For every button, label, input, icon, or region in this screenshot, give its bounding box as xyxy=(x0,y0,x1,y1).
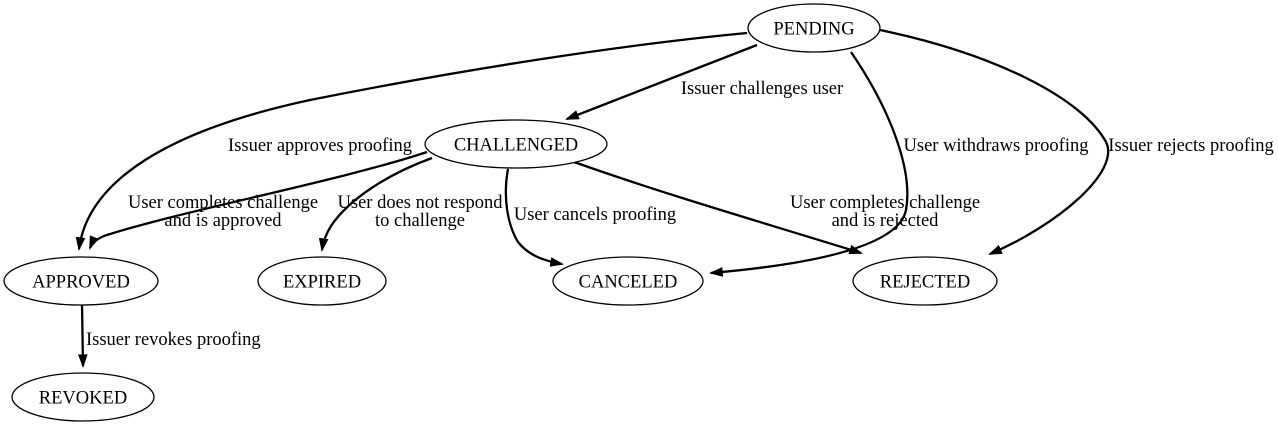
edges xyxy=(75,28,1110,369)
state-node-revoked: REVOKED xyxy=(11,372,155,422)
edge-label-line: and is rejected xyxy=(832,211,940,231)
state-node-canceled-shape xyxy=(552,256,704,306)
state-node-rejected-shape xyxy=(852,256,998,306)
edge-pending-rejected xyxy=(879,28,1110,256)
edge-pending-challenged xyxy=(565,43,758,121)
edge-pending-canceled xyxy=(708,51,909,277)
edge-label-line: User completes challenge xyxy=(790,193,980,213)
edge-label-line: to challenge xyxy=(375,211,465,231)
edge-label-issuer-rejects-proofing: Issuer rejects proofing xyxy=(1108,136,1273,156)
edge-label-user-cancels-proofing: User cancels proofing xyxy=(514,205,676,225)
state-node-approved-label: APPROVED xyxy=(32,273,130,293)
state-node-approved: APPROVED xyxy=(3,256,159,306)
edge-label-issuer-revokes-proofing: Issuer revokes proofing xyxy=(86,330,261,350)
state-node-revoked-shape xyxy=(11,372,155,422)
state-node-approved-shape xyxy=(3,256,159,306)
state-node-rejected-label: REJECTED xyxy=(880,273,970,293)
edge-label-line: User completes challenge xyxy=(128,193,318,213)
state-node-expired-label: EXPIRED xyxy=(283,273,361,293)
edge-challenged-rejected xyxy=(573,160,863,255)
state-node-canceled-label: CANCELED xyxy=(579,273,678,293)
state-node-pending: PENDING xyxy=(747,3,881,53)
edge-approved-revoked xyxy=(77,303,88,369)
edge-label-user-withdraws-proofing: User withdraws proofing xyxy=(904,136,1089,156)
state-node-expired: EXPIRED xyxy=(257,256,387,306)
edge-challenged-expired xyxy=(318,156,433,253)
edge-label-line: and is approved xyxy=(164,211,282,231)
edge-labels: Issuer challenges user Issuer approves p… xyxy=(86,79,1274,350)
state-node-expired-shape xyxy=(257,256,387,306)
edge-pending-approved xyxy=(75,31,748,252)
state-node-revoked-label: REVOKED xyxy=(39,389,127,409)
edge-label-issuer-approves-proofing: Issuer approves proofing xyxy=(228,136,412,156)
nodes: PENDING CHALLENGED APPROVED EXPIRED CANC… xyxy=(3,3,998,422)
state-node-canceled: CANCELED xyxy=(552,256,704,306)
state-node-challenged: CHALLENGED xyxy=(424,119,608,169)
state-node-challenged-label: CHALLENGED xyxy=(454,136,578,156)
state-node-pending-shape xyxy=(747,3,881,53)
edge-challenged-canceled xyxy=(504,168,565,267)
state-node-pending-label: PENDING xyxy=(773,20,854,40)
state-node-challenged-shape xyxy=(424,119,608,169)
edge-label-issuer-challenges-user: Issuer challenges user xyxy=(681,79,843,99)
edge-label-line: User does not respond xyxy=(338,193,504,213)
edge-challenged-approved xyxy=(88,150,428,250)
state-node-rejected: REJECTED xyxy=(852,256,998,306)
